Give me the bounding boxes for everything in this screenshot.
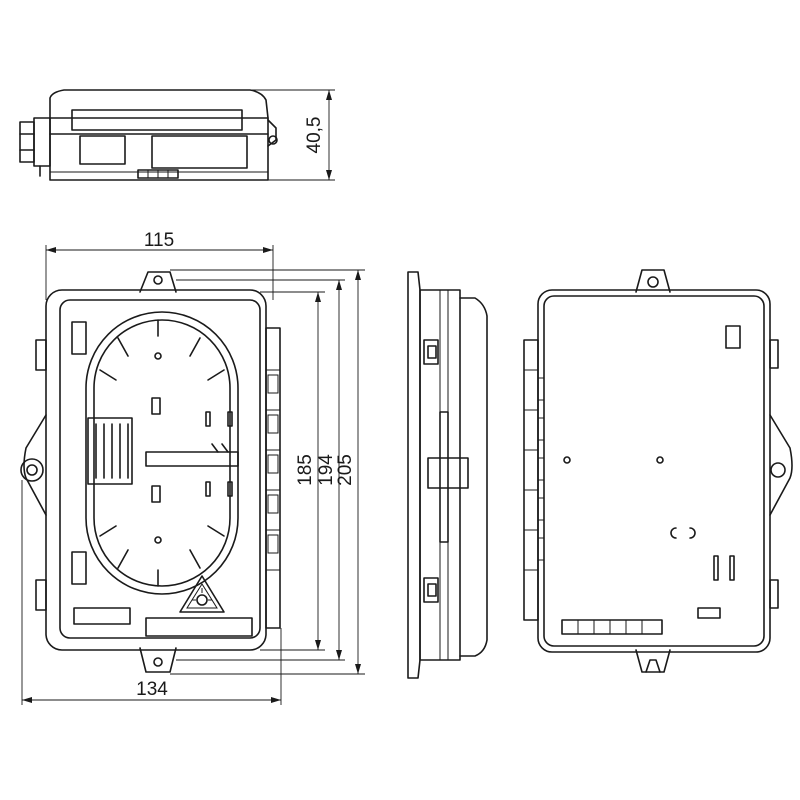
dimension-194: 194 (316, 454, 337, 486)
dimension-205: 205 (335, 454, 356, 486)
dimension-40-5: 40,5 (304, 117, 325, 154)
dimension-185: 185 (295, 454, 316, 486)
top-view: 40,5 (19, 89, 335, 181)
dimension-134: 134 (136, 679, 168, 700)
side-view (407, 271, 488, 679)
dimension-115: 115 (144, 230, 174, 251)
back-view (523, 269, 793, 673)
front-view: 115 134 185 194 205 (20, 230, 365, 705)
